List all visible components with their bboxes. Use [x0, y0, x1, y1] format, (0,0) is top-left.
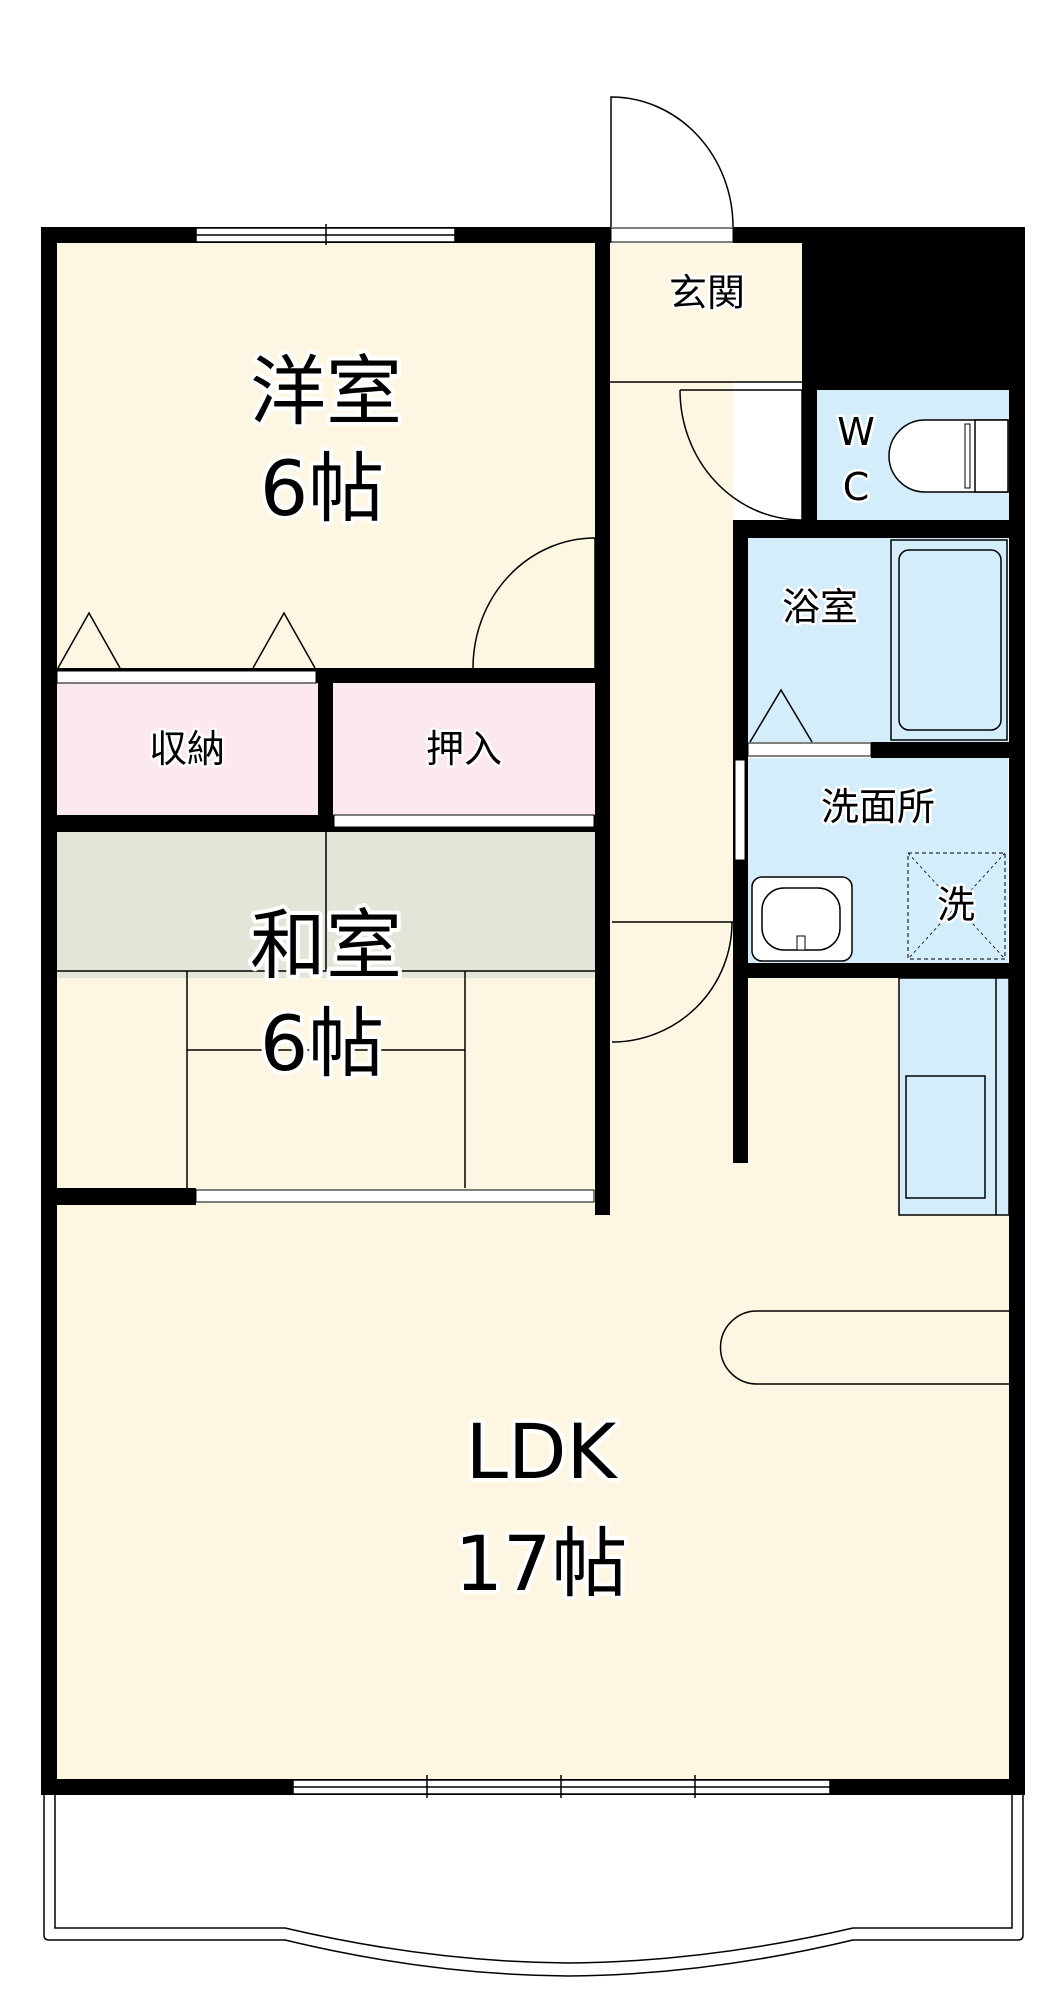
- room-closet: [333, 683, 595, 815]
- washroom-label: 洗面所: [821, 785, 935, 829]
- ldk-size: 17帖: [455, 1519, 628, 1608]
- peninsula-counter: [719, 1310, 1009, 1385]
- balcony: [43, 1795, 1024, 1977]
- sink: [751, 876, 853, 962]
- toilet-label-c: C: [843, 465, 870, 509]
- front-door: [610, 96, 734, 243]
- bath-label: 浴室: [782, 585, 858, 629]
- ldk-name: LDK: [466, 1407, 619, 1496]
- bathtub: [890, 539, 1008, 741]
- western-door: [472, 537, 596, 669]
- entrance-label: 玄関: [669, 271, 745, 315]
- toilet-fixture: [888, 419, 1009, 493]
- japanese-room-size: 6帖: [260, 999, 384, 1088]
- tatami-lines: [56, 832, 595, 1188]
- western-room-size: 6帖: [260, 444, 384, 533]
- toilet-label-w: W: [837, 410, 875, 454]
- pipe-space: [802, 227, 1025, 390]
- walls: [41, 227, 1025, 1795]
- washer-space: [907, 852, 1006, 960]
- kitchen-counter: [898, 977, 1010, 1216]
- room-storage: [56, 683, 318, 815]
- western-room-name: 洋室: [250, 347, 402, 436]
- window-top: [195, 224, 456, 245]
- storage-label: 収納: [149, 727, 225, 771]
- washer-label: 洗: [937, 883, 975, 927]
- room-entrance: [610, 243, 802, 382]
- room-western: [56, 243, 595, 668]
- japanese-door: [611, 921, 733, 1043]
- closet-label: 押入: [426, 727, 502, 771]
- toilet-door: [679, 389, 803, 521]
- window-ldk: [292, 1775, 831, 1798]
- japanese-room-name: 和室: [250, 901, 402, 990]
